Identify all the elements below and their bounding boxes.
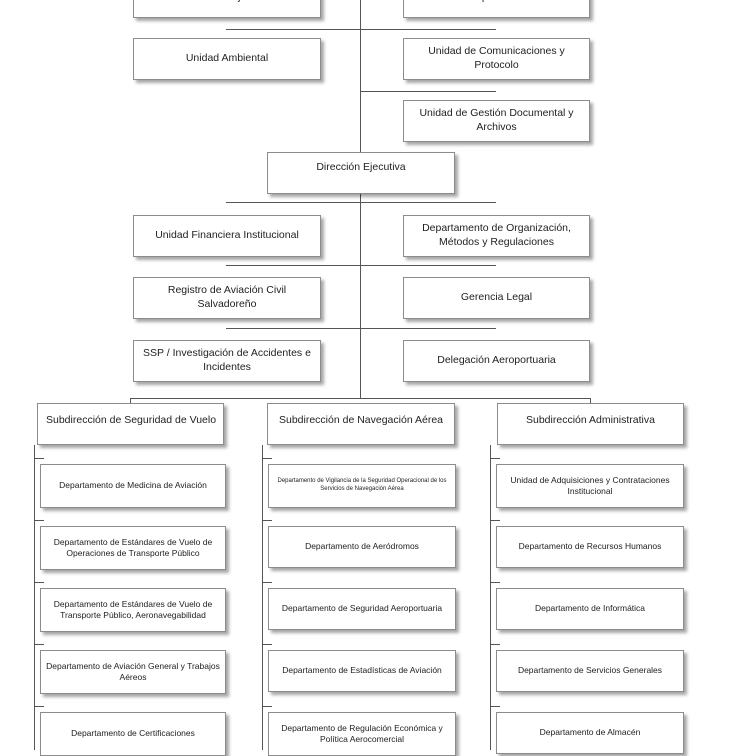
connector-row-5 xyxy=(226,265,496,266)
node-dept-vigilancia-navegacion: Departamento de Vigilancia de la Segurid… xyxy=(268,464,456,508)
node-dept-estadisticas-aviacion: Departamento de Estadísticas de Aviación xyxy=(268,650,456,692)
tick-col3-1 xyxy=(490,458,500,459)
connector-main-vertical xyxy=(360,0,361,398)
node-dept-aerodromos: Departamento de Aeródromos xyxy=(268,526,456,568)
node-delegacion-aeroportuaria: Delegación Aeroportuaria xyxy=(403,340,590,382)
connector-sub-left-drop xyxy=(130,398,131,403)
node-ssp-investigacion: SSP / Investigación de Accidentes e Inci… xyxy=(133,340,321,382)
node-unidad-gestion-documental: Unidad de Gestión Documental y Archivos xyxy=(403,100,590,142)
connector-row-6 xyxy=(226,328,496,329)
node-dept-servicios-generales: Departamento de Servicios Generales xyxy=(496,650,684,692)
node-dept-almacen: Departamento de Almacén xyxy=(496,712,684,754)
node-dept-medicina-aviacion: Departamento de Medicina de Aviación xyxy=(40,464,226,508)
tick-col3-4 xyxy=(490,644,500,645)
node-subdireccion-navegacion-aerea: Subdirección de Navegación Aérea xyxy=(267,403,455,445)
node-dept-recursos-humanos: Departamento de Recursos Humanos xyxy=(496,526,684,568)
tick-col2-2 xyxy=(262,520,272,521)
connector-sub-right-drop xyxy=(590,398,591,403)
tick-col1-1 xyxy=(34,458,44,459)
node-unidad-financiera: Unidad Financiera Institucional xyxy=(133,215,321,257)
node-depto-organizacion: Departamento de Organización, Métodos y … xyxy=(403,215,590,257)
tick-col2-4 xyxy=(262,644,272,645)
connector-column-1 xyxy=(34,445,35,750)
node-subdireccion-administrativa: Subdirección Administrativa xyxy=(497,403,684,445)
node-dept-informatica: Departamento de Informática xyxy=(496,588,684,630)
node-dept-estandares-aeronavegabilidad: Departamento de Estándares de Vuelo de T… xyxy=(40,588,226,632)
tick-col3-5 xyxy=(490,706,500,707)
tick-col1-4 xyxy=(34,644,44,645)
tick-col2-1 xyxy=(262,458,272,459)
node-dept-aviacion-general: Departamento de Aviación General y Traba… xyxy=(40,650,226,694)
node-unidad-comunicaciones: Unidad de Comunicaciones y Protocolo xyxy=(403,38,590,80)
node-registro-aviacion: Registro de Aviación Civil Salvadoreño xyxy=(133,277,321,319)
tick-col1-2 xyxy=(34,520,44,521)
node-unidad-ambiental: Unidad Ambiental xyxy=(133,38,321,80)
tick-col2-5 xyxy=(262,706,272,707)
tick-col3-3 xyxy=(490,582,500,583)
node-consejo: Consejo xyxy=(133,0,321,18)
node-direccion-ejecutiva: Dirección Ejecutiva xyxy=(267,152,455,194)
node-subdireccion-seguridad-vuelo: Subdirección de Seguridad de Vuelo xyxy=(37,403,224,445)
tick-col1-3 xyxy=(34,582,44,583)
tick-col3-2 xyxy=(490,520,500,521)
node-dept-estandares-operaciones: Departamento de Estándares de Vuelo de O… xyxy=(40,526,226,570)
node-dept-certificaciones: Departamento de Certificaciones xyxy=(40,712,226,756)
connector-row-2 xyxy=(360,91,496,92)
tick-col2-3 xyxy=(262,582,272,583)
node-dept-seguridad-aeroportuaria: Departamento de Seguridad Aeroportuaria xyxy=(268,588,456,630)
connector-top-row xyxy=(226,29,496,30)
node-gerencia-legal: Gerencia Legal xyxy=(403,277,590,319)
connector-column-3 xyxy=(490,445,491,750)
node-dept-regulacion-economica: Departamento de Regulación Económica y P… xyxy=(268,712,456,756)
node-unidad-adquisiciones: Unidad de Adquisiciones y Contrataciones… xyxy=(496,464,684,508)
connector-row-4 xyxy=(226,202,496,203)
connector-subdirecciones xyxy=(130,398,590,399)
connector-column-2 xyxy=(262,445,263,750)
node-grupo-asesor: Grupo Asesor xyxy=(403,0,590,18)
tick-col1-5 xyxy=(34,706,44,707)
